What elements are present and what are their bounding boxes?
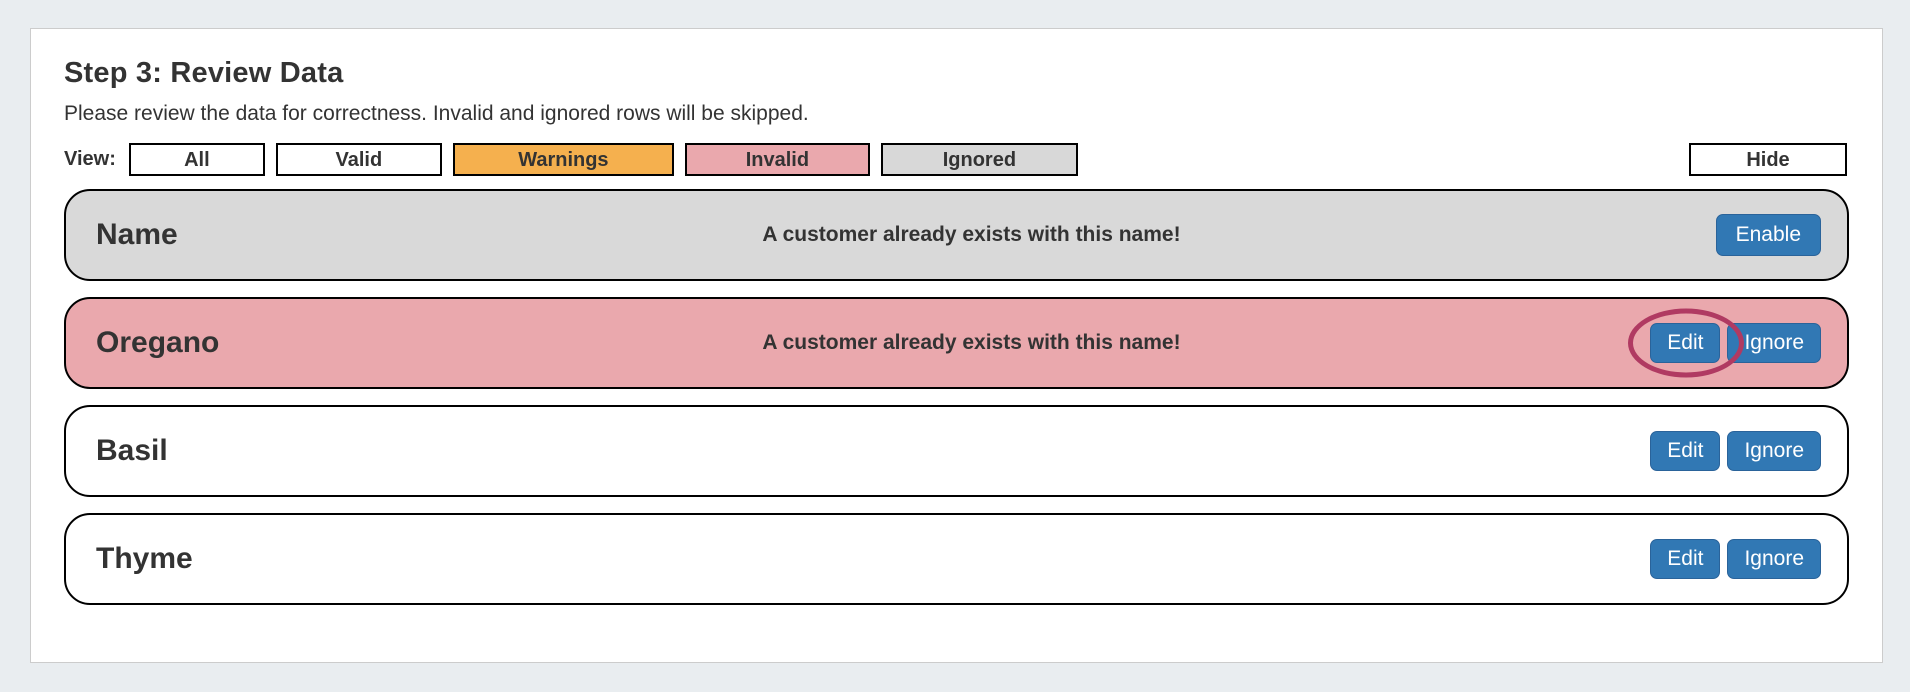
page-subtitle: Please review the data for correctness. … (64, 102, 809, 125)
ignore-button[interactable]: Ignore (1727, 431, 1821, 471)
row-title: Thyme (96, 542, 193, 575)
filter-invalid-button[interactable]: Invalid (684, 143, 870, 176)
filter-bar: View: All Valid Warnings Invalid Ignored… (64, 143, 1849, 176)
review-panel: Step 3: Review Data Please review the da… (30, 28, 1883, 663)
row-title: Name (96, 218, 178, 251)
row-message: A customer already exists with this name… (762, 223, 1181, 246)
row-message: A customer already exists with this name… (762, 331, 1181, 354)
review-row-basil: Basil Edit Ignore (64, 405, 1849, 497)
row-actions: Edit Ignore (1650, 323, 1821, 363)
row-actions: Edit Ignore (1650, 431, 1821, 471)
filter-valid-button[interactable]: Valid (275, 143, 442, 176)
review-row-thyme: Thyme Edit Ignore (64, 513, 1849, 605)
edit-button[interactable]: Edit (1650, 431, 1721, 471)
row-title: Oregano (96, 326, 220, 359)
filter-all-button[interactable]: All (128, 143, 265, 176)
filter-ignored-button[interactable]: Ignored (880, 143, 1078, 176)
row-actions: Edit Ignore (1650, 539, 1821, 579)
edit-button[interactable]: Edit (1650, 323, 1721, 363)
hide-button[interactable]: Hide (1689, 143, 1847, 176)
review-row-oregano: Oregano A customer already exists with t… (64, 297, 1849, 389)
filter-warnings-button[interactable]: Warnings (452, 143, 674, 176)
row-actions: Enable (1715, 214, 1821, 256)
ignore-button[interactable]: Ignore (1727, 539, 1821, 579)
page-title: Step 3: Review Data (64, 57, 344, 89)
enable-button[interactable]: Enable (1715, 214, 1821, 256)
review-row-name: Name A customer already exists with this… (64, 189, 1849, 281)
edit-button[interactable]: Edit (1650, 539, 1721, 579)
ignore-button[interactable]: Ignore (1727, 323, 1821, 363)
row-title: Basil (96, 434, 168, 467)
review-rows: Name A customer already exists with this… (64, 189, 1849, 605)
view-label: View: (64, 148, 116, 170)
